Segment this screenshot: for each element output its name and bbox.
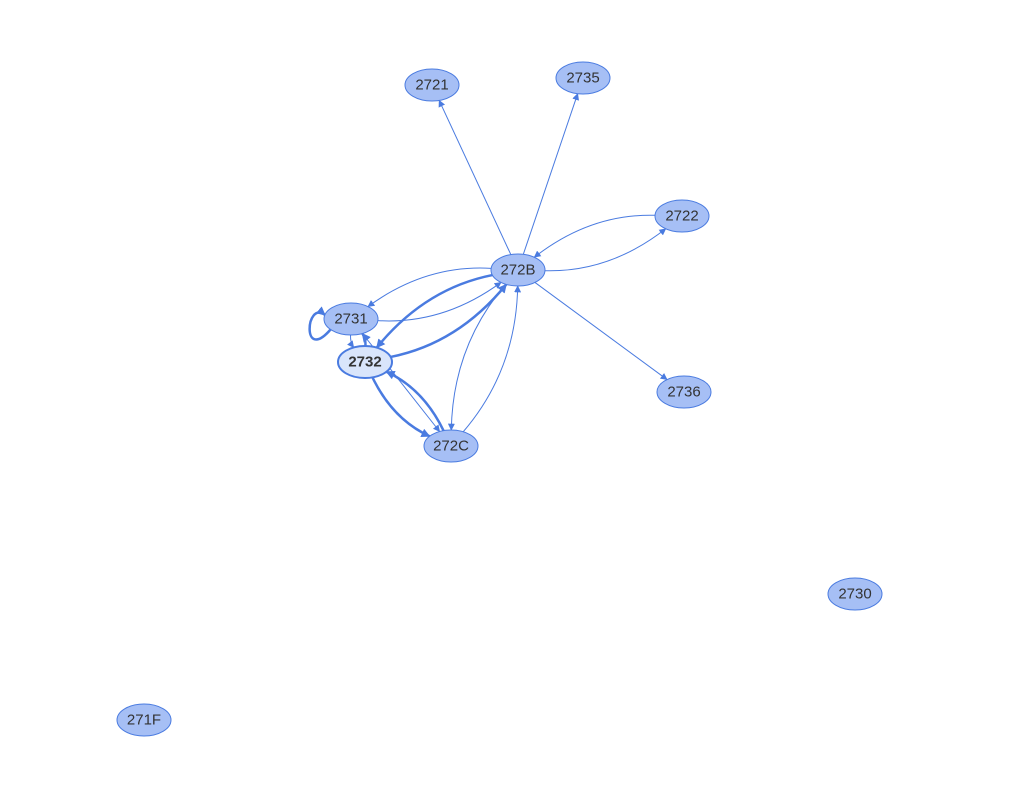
node-shape[interactable] [490,253,546,287]
node-label: 2731 [334,311,367,328]
node-2735[interactable]: 2735 [555,61,611,95]
node-shape[interactable] [116,703,172,737]
node-label: 271F [127,712,161,729]
node-shape[interactable] [404,68,460,102]
node-shape[interactable] [337,345,393,379]
node-2731[interactable]: 2731 [323,302,379,336]
node-272C[interactable]: 272C [423,429,479,463]
edge-272B-to-2722 [544,228,667,272]
edge-2732-to-272C [371,376,431,438]
edge-2731-to-2731 [308,306,332,341]
edges-layer [308,93,668,438]
edge-2731-to-2732 [347,334,355,349]
node-label: 2722 [665,208,698,225]
node-shape[interactable] [656,375,712,409]
edge-2731-to-272C [362,333,441,433]
node-shape[interactable] [323,302,379,336]
edge-2732-to-272B [390,283,508,359]
node-271F[interactable]: 271F [116,703,172,737]
edge-272B-to-2732 [375,273,493,349]
edge-272B-to-272C [447,283,507,431]
node-2732[interactable]: 2732 [337,345,393,379]
node-label: 2730 [838,586,871,603]
edge-272B-to-2731 [367,267,492,307]
node-shape[interactable] [555,61,611,95]
node-2730[interactable]: 2730 [827,577,883,611]
edge-272B-to-2736 [534,282,668,380]
node-label: 2736 [667,384,700,401]
node-shape[interactable] [654,199,710,233]
node-2736[interactable]: 2736 [656,375,712,409]
node-label: 272C [433,438,469,455]
edge-2731-to-272B [377,282,502,322]
node-shape[interactable] [423,429,479,463]
node-2721[interactable]: 2721 [404,68,460,102]
node-shape[interactable] [827,577,883,611]
node-label: 272B [500,262,535,279]
edge-2722-to-272B [533,214,656,258]
nodes-layer: 2721 2735 2722 272B 2731 2732 2736 272C 2730 271F [116,61,883,737]
edge-272C-to-272B [462,285,522,433]
edge-272B-to-2735 [522,93,579,255]
edge-2732-to-2731 [361,332,371,347]
node-2722[interactable]: 2722 [654,199,710,233]
node-272B[interactable]: 272B [490,253,546,287]
edge-272B-to-2721 [438,99,512,255]
node-label: 2721 [415,77,448,94]
edge-272C-to-2732 [385,370,445,432]
node-label: 2732 [348,354,381,371]
node-label: 2735 [566,70,599,87]
